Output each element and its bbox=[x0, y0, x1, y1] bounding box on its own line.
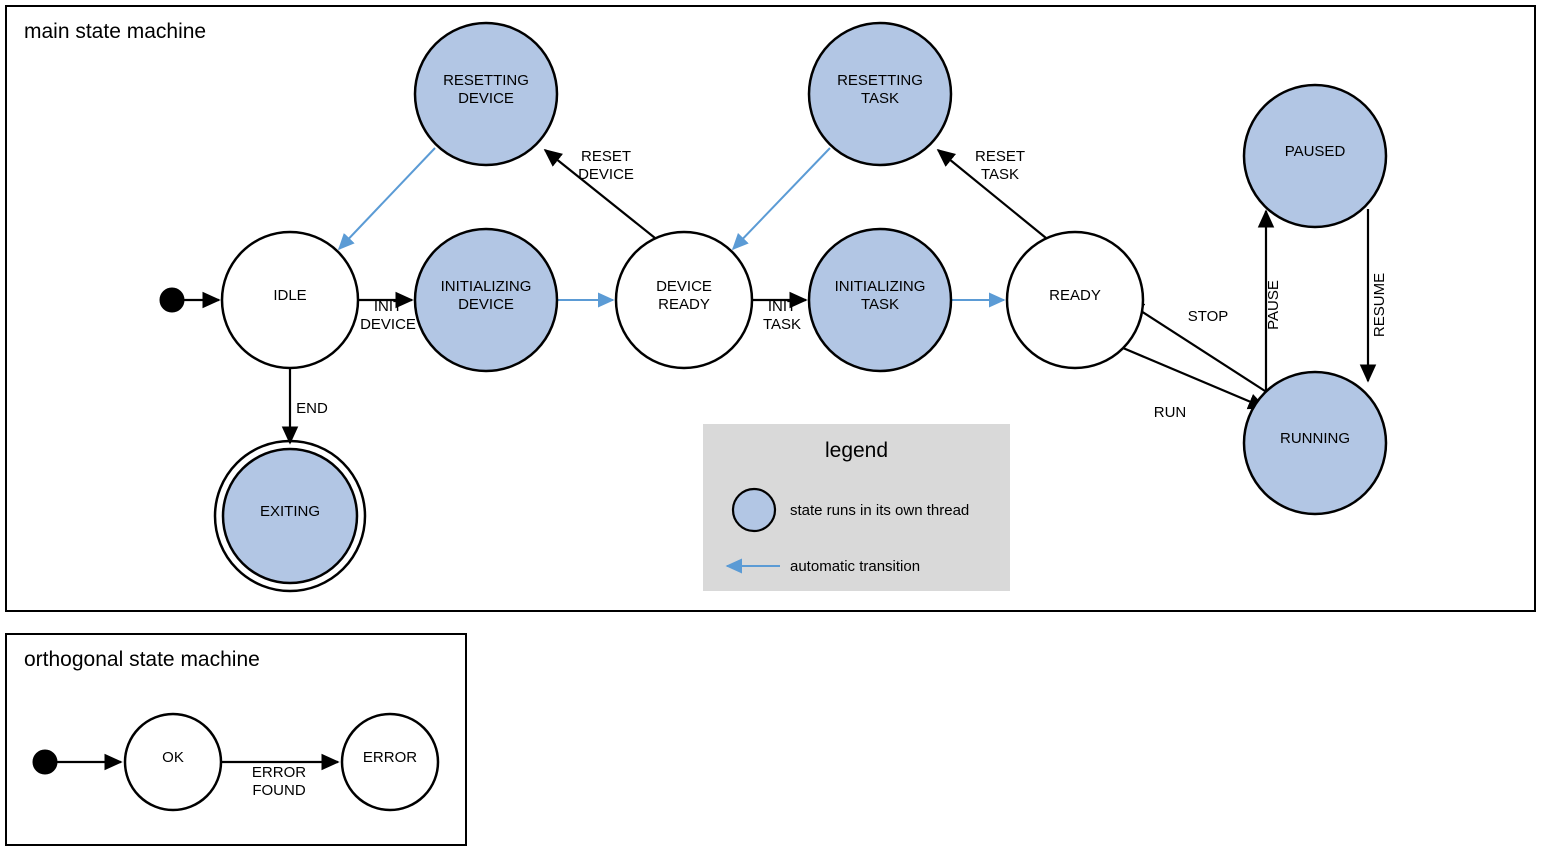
main-state-circle-initializing-task[interactable] bbox=[807, 227, 953, 373]
main-state-circle-idle[interactable] bbox=[220, 230, 360, 370]
legend-item-label-automatic-transition: automatic transition bbox=[790, 558, 920, 575]
orth-state-circle-error[interactable] bbox=[340, 712, 440, 812]
orth-initial-state-marker bbox=[32, 749, 58, 775]
orth-state-ok[interactable]: OK bbox=[123, 712, 223, 812]
title-orthogonal: orthogonal state machine bbox=[24, 648, 260, 671]
title-main: main state machine bbox=[24, 20, 206, 43]
main-transition-reset-task-ready[interactable] bbox=[731, 147, 831, 251]
main-state-label-exiting: EXITING bbox=[260, 503, 320, 520]
main-transition-label-running-ready: STOP bbox=[1188, 308, 1229, 325]
main-state-circle-running[interactable] bbox=[1242, 370, 1388, 516]
main-state-circle-ready[interactable] bbox=[1005, 230, 1145, 370]
main-initial-state-marker bbox=[159, 287, 185, 313]
main-transition-ready-reset-task[interactable] bbox=[936, 148, 1047, 239]
orth-state-label-error: ERROR bbox=[363, 749, 417, 766]
main-state-running[interactable]: RUNNING bbox=[1242, 370, 1388, 516]
main-state-circle-resetting-task[interactable] bbox=[807, 21, 953, 167]
main-state-outer-ring-exiting bbox=[213, 439, 367, 593]
main-transition-label-idle-exiting: END bbox=[296, 400, 328, 417]
main-state-circle-exiting[interactable] bbox=[221, 447, 359, 585]
main-state-paused[interactable]: PAUSED bbox=[1242, 83, 1388, 229]
main-state-label-idle: IDLE bbox=[273, 287, 306, 304]
legend: legend state runs in its own thread automa… bbox=[703, 424, 1010, 591]
main-transition-label-paused-running: RESUME bbox=[1371, 273, 1388, 337]
main-state-label-running: RUNNING bbox=[1280, 430, 1350, 447]
main-transition-device-ready-reset[interactable] bbox=[543, 148, 656, 239]
main-transition-reset-device-idle[interactable] bbox=[337, 147, 436, 251]
main-state-label-ready: READY bbox=[1049, 287, 1101, 304]
main-state-idle[interactable]: IDLE bbox=[220, 230, 360, 370]
main-state-ready[interactable]: READY bbox=[1005, 230, 1145, 370]
legend-thread-state-swatch bbox=[731, 487, 777, 533]
main-transition-ready-running[interactable] bbox=[1122, 346, 1267, 410]
diagram-titles: main state machine orthogonal state machi… bbox=[24, 20, 260, 671]
main-transition-running-ready[interactable] bbox=[1125, 301, 1266, 392]
main-transition-label-running-paused: PAUSE bbox=[1265, 280, 1282, 330]
main-state-circle-resetting-device[interactable] bbox=[413, 21, 559, 167]
main-state-circle-paused[interactable] bbox=[1242, 83, 1388, 229]
orth-state-circle-ok[interactable] bbox=[123, 712, 223, 812]
orth-state-label-ok: OK bbox=[162, 749, 184, 766]
legend-title: legend bbox=[825, 439, 888, 462]
main-transition-label-ready-running: RUN bbox=[1154, 404, 1187, 421]
orthogonal-states-layer: OK ERROR bbox=[32, 712, 440, 812]
main-state-exiting[interactable]: EXITING bbox=[213, 439, 367, 593]
main-state-circle-device-ready[interactable] bbox=[614, 230, 754, 370]
main-state-circle-initializing-device[interactable] bbox=[413, 227, 559, 373]
legend-item-label-thread-state: state runs in its own thread bbox=[790, 502, 969, 519]
main-state-label-paused: PAUSED bbox=[1285, 143, 1346, 160]
orth-state-error[interactable]: ERROR bbox=[340, 712, 440, 812]
